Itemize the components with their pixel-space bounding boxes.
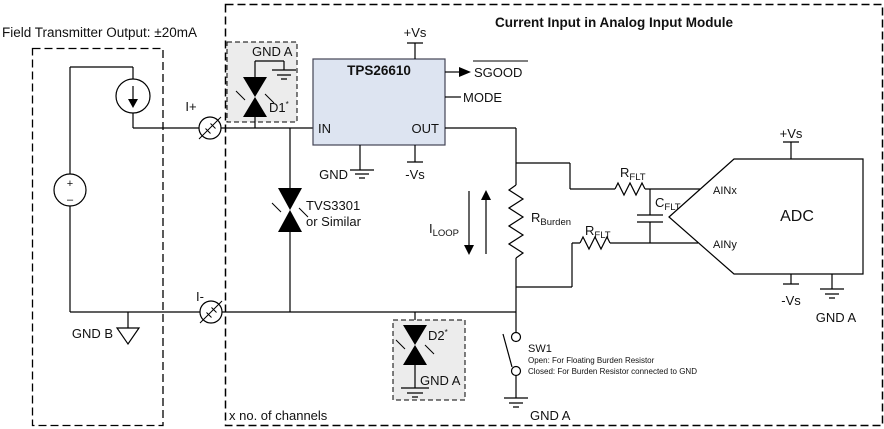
tps26610-chip: TPS26610 IN OUT +Vs SGOOD MODE GND -Vs: [312, 25, 528, 182]
ainx-label: AINx: [713, 185, 737, 197]
channels-note: x no. of channels: [229, 408, 328, 423]
loop-rails: [221, 127, 516, 313]
voltage-source-icon: + –: [53, 173, 87, 207]
pin-gnd-label: GND: [319, 167, 348, 182]
r-burden-label: RBurden: [531, 210, 571, 228]
terminal-icon: [198, 116, 222, 140]
field-transmitter-boundary: [31, 47, 164, 427]
d1-wires: [254, 60, 285, 128]
module-title: Current Input in Analog Input Module: [495, 15, 733, 30]
sw1-label: SW1: [528, 343, 552, 355]
r-flt-top-label: RFLT: [620, 165, 646, 183]
voltage-source-plus: +: [67, 178, 73, 190]
tps-vs-pos-label: +Vs: [404, 25, 427, 40]
arrow-right-icon: [459, 67, 471, 77]
mode-label: MODE: [463, 90, 502, 105]
switch-icon: [502, 331, 522, 377]
adc-name: ADC: [780, 208, 814, 225]
i-loop-label: ILOOP: [429, 221, 459, 239]
tps26610-body: [312, 58, 446, 146]
ground-icon: [272, 69, 296, 80]
tvs-diode-icon: [235, 77, 275, 117]
adc-vs-neg-label: -Vs: [781, 293, 801, 308]
current-source-icon: [115, 78, 151, 114]
signal-wires: [445, 127, 700, 332]
tvs-label-line2: or Similar: [306, 214, 362, 229]
sw1-gnd-label: GND A: [530, 408, 571, 423]
tps-vs-pos-pin: [407, 42, 423, 59]
d2-clamp: D2* GND A: [392, 312, 466, 401]
gnd-b-earth-icon: [115, 312, 141, 346]
d1-label: D1*: [269, 100, 289, 115]
i-minus-label: I-: [196, 289, 204, 304]
d1-clamp: GND A D1*: [226, 41, 298, 128]
resistor-icon: [614, 181, 646, 197]
adc-block: AINx AINy ADC +Vs -Vs GND A: [668, 126, 864, 325]
loop-wiring: ILOOP RBurden RFLT RFLT CFLT: [429, 127, 700, 332]
ground-icon: [401, 387, 429, 398]
sw1-closed-note: Closed: For Burden Resistor connected to…: [528, 367, 697, 376]
r-flt-bottom-label: RFLT: [585, 223, 611, 241]
tps-vs-neg-label: -Vs: [405, 167, 425, 182]
pin-out-label: OUT: [412, 121, 440, 136]
adc-gnd-label: GND A: [816, 310, 857, 325]
terminal-i-plus: I+: [185, 99, 222, 140]
ground-icon: [350, 169, 374, 179]
tps-vs-neg-pin: [407, 145, 423, 163]
field-transmitter-label: Field Transmitter Output: ±20mA: [2, 25, 197, 40]
ground-icon: [504, 397, 528, 408]
d2-label: D2*: [428, 328, 448, 343]
adc-body: [668, 158, 864, 275]
ground-icon: [820, 288, 844, 299]
resistor-icon: [579, 235, 611, 251]
tps-name: TPS26610: [347, 63, 411, 78]
c-flt-label: CFLT: [655, 195, 681, 213]
voltage-source-minus: –: [67, 194, 74, 206]
d2-gnd-label: GND A: [420, 373, 461, 388]
tvs-label-line1: TVS3301: [306, 198, 360, 213]
analog-input-module-boundary: [224, 3, 884, 427]
d2-clamp-box: [392, 319, 466, 401]
capacitor-icon: [637, 189, 663, 243]
tvs3301: TVS3301 or Similar: [271, 128, 362, 312]
sw1-switch: SW1 Open: For Floating Burden Resistor C…: [502, 331, 697, 423]
tvs-diode-icon: [395, 325, 435, 365]
terminal-icon: [199, 300, 223, 324]
sgood-label: SGOOD: [474, 65, 522, 80]
sw1-open-note: Open: For Floating Burden Resistor: [528, 356, 655, 365]
ainy-label: AINy: [713, 239, 737, 251]
loop-current-arrows-icon: [464, 190, 491, 255]
i-plus-label: I+: [185, 99, 196, 114]
pin-in-label: IN: [318, 121, 331, 136]
d1-gnd-label: GND A: [252, 44, 293, 59]
adc-vs-pos-label: +Vs: [780, 126, 803, 141]
terminal-i-minus: I-: [196, 289, 223, 324]
adc-vs-pos-pin: [783, 141, 799, 159]
tvs-diode-icon: [271, 188, 309, 232]
field-transmitter: Field Transmitter Output: ±20mA + – GND …: [2, 25, 200, 427]
transmitter-wires: [69, 66, 200, 313]
gnd-b-label: GND B: [72, 326, 113, 341]
sgood-pin: SGOOD: [445, 60, 528, 80]
resistor-icon: [507, 184, 525, 259]
adc-vs-neg-pin: [783, 274, 799, 285]
